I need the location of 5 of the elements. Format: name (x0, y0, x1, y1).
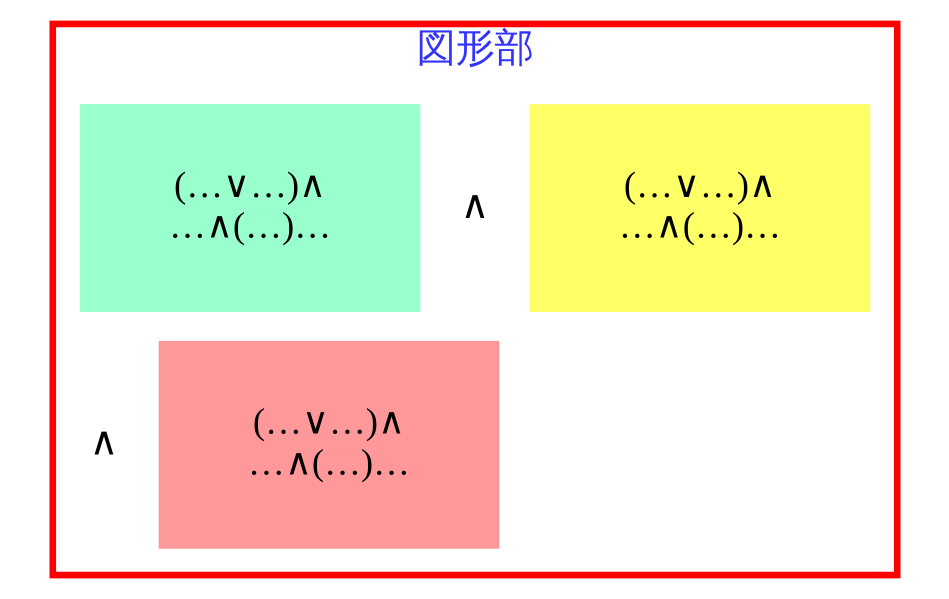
node-box: (…∨…)∧ …∧(…)… (529, 104, 870, 312)
node-box: (…∨…)∧ …∧(…)… (79, 104, 420, 312)
node-box: (…∨…)∧ …∧(…)… (158, 340, 499, 549)
label: ∧ (460, 182, 489, 227)
label: ∧ (89, 420, 118, 464)
